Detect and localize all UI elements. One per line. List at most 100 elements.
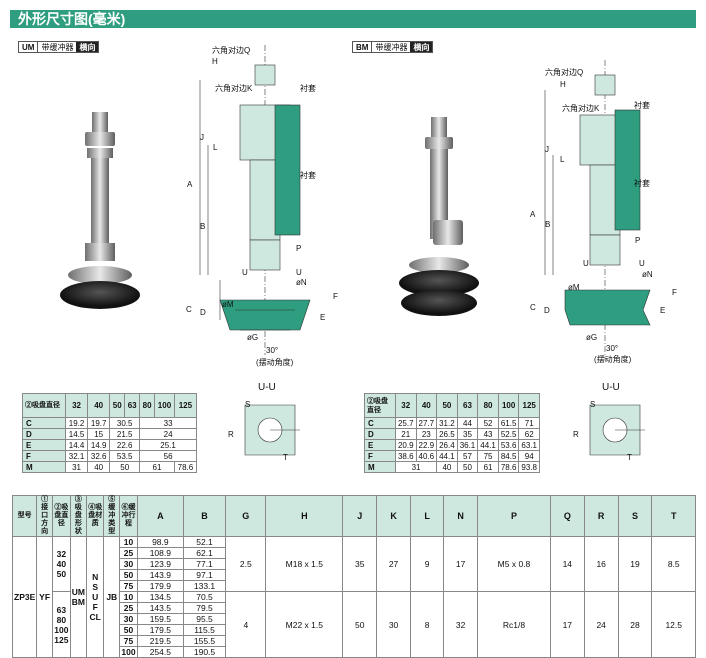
head-dir: ①接口方向: [36, 495, 53, 537]
dia-a-cell: 32 40 50: [51, 536, 71, 592]
section-title: 外形尺寸图(毫米): [10, 10, 696, 28]
um-code: UM: [19, 42, 39, 52]
bm-b-label: B: [545, 220, 551, 229]
k-cell: 27: [376, 536, 411, 592]
bm-e-label: E: [660, 306, 666, 315]
p-cell: Rc1/8: [477, 591, 551, 658]
material-value: U: [92, 592, 99, 602]
a-cell: 123.9: [136, 558, 184, 570]
bm-f-label: F: [672, 288, 677, 297]
s-cell: 19: [617, 536, 653, 592]
bm-l-label: L: [560, 155, 565, 164]
head-t: T: [651, 495, 696, 537]
b-cell: 70.5: [182, 591, 227, 603]
um-swing-label: (摆动角度): [256, 358, 294, 367]
um-head-80: 80: [139, 393, 156, 418]
j-cell: 50: [342, 591, 378, 658]
a-cell: 134.5: [136, 591, 184, 603]
a-cell: 98.9: [136, 536, 184, 548]
l-cell: 8: [409, 591, 445, 658]
p-cell: M5 x 0.8: [477, 536, 551, 592]
bm-d-label: D: [544, 306, 550, 315]
cell: 57: [456, 450, 479, 462]
cell: 22.6: [109, 439, 141, 451]
h-cell: M22 x 1.5: [265, 591, 344, 658]
s-cell: 28: [617, 591, 653, 658]
cell: 78.6: [173, 461, 198, 473]
n-cell: 32: [443, 591, 479, 658]
cell: 31: [64, 461, 89, 473]
um-product-photo: [60, 112, 140, 309]
cell: 32.6: [87, 450, 111, 462]
row-key: C: [22, 417, 66, 429]
cell: 25.7: [394, 417, 417, 429]
row-key: E: [22, 439, 66, 451]
bm-u-right-label: U: [639, 259, 645, 268]
table-row: 75 219.5 155.5: [13, 635, 696, 647]
buffer-cell: JB: [103, 536, 121, 658]
cell: 27.7: [415, 417, 438, 429]
um-sleeve-top-label: 衬套: [300, 84, 316, 93]
table-row: 25 108.9 62.1: [13, 547, 696, 559]
bm-j-label: J: [545, 145, 549, 154]
cell: 62: [518, 428, 540, 440]
table-row: E 14.4 14.9 22.6 25.1: [22, 439, 197, 451]
bm-badge: BM 带缓冲器 横向: [352, 41, 434, 53]
bm-h-label: H: [560, 80, 566, 89]
a-cell: 108.9: [136, 547, 184, 559]
um-technical-drawing: [199, 45, 311, 355]
h-cell: M18 x 1.5: [265, 536, 344, 592]
um-phi-m-label: øM: [222, 300, 234, 309]
um-uu-r-label: R: [228, 430, 234, 439]
cell: 31: [394, 461, 438, 473]
um-hex-q-label: 六角对边Q: [212, 46, 251, 55]
cell: 94: [518, 450, 540, 462]
bm-code: BM: [353, 42, 373, 52]
table-row: ZP3E YF 32 40 50 UM BM N S U F CL JB 10 …: [11, 536, 696, 658]
head-l: L: [409, 495, 445, 537]
cell: 71: [518, 417, 540, 429]
stroke-cell: 10: [119, 591, 138, 603]
a-cell: 179.9: [136, 580, 184, 592]
row-key: D: [364, 428, 396, 440]
cell: 19.2: [64, 417, 89, 429]
row-key: M: [364, 461, 396, 473]
bm-swing-label: (摆动角度): [594, 355, 632, 364]
bm-hex-k-label: 六角对边K: [562, 104, 600, 113]
cell: 14.5: [64, 428, 89, 440]
cell: 14.4: [64, 439, 89, 451]
bm-head-63: 63: [456, 393, 479, 418]
shape-value: UM: [71, 587, 86, 597]
bm-sleeve-bottom-label: 衬套: [634, 179, 650, 188]
bm-a-label: A: [530, 210, 536, 219]
bm-head-32: 32: [394, 393, 417, 418]
b-cell: 62.1: [182, 547, 227, 559]
um-head-40: 40: [87, 393, 111, 418]
stroke-cell: 10: [119, 536, 138, 548]
head-k: K: [376, 495, 411, 537]
head-g: G: [225, 495, 267, 537]
head-r: R: [583, 495, 619, 537]
um-uu-s-label: S: [245, 400, 251, 409]
row-key: F: [364, 450, 396, 462]
k-cell: 30: [376, 591, 411, 658]
table-row: M 31 40 50 61 78.6 93.8: [364, 461, 540, 473]
um-d-label: D: [200, 308, 206, 317]
cell: 40: [87, 461, 111, 473]
bm-head-80: 80: [477, 393, 499, 418]
material-cell: N S U F CL: [86, 536, 105, 658]
b-cell: 155.5: [182, 635, 227, 647]
um-head-dia: ②吸盘直径: [22, 393, 66, 418]
um-phi-n-label: øN: [296, 278, 307, 287]
table-row: E 20.9 22.9 26.4 36.1 44.1 53.6 63.1: [364, 439, 540, 451]
table-row: F 38.6 40.6 44.1 57 75 84.5 94: [364, 450, 540, 462]
cell: 15: [87, 428, 111, 440]
um-hex-k-label: 六角对边K: [215, 84, 253, 93]
material-value: N: [92, 572, 99, 582]
cell: 50: [109, 461, 141, 473]
um-head-100: 100: [154, 393, 175, 418]
dia-value: 63: [56, 604, 67, 615]
cell: 14.9: [87, 439, 111, 451]
cell: 61.5: [497, 417, 520, 429]
shape-cell: UM BM: [69, 536, 88, 658]
